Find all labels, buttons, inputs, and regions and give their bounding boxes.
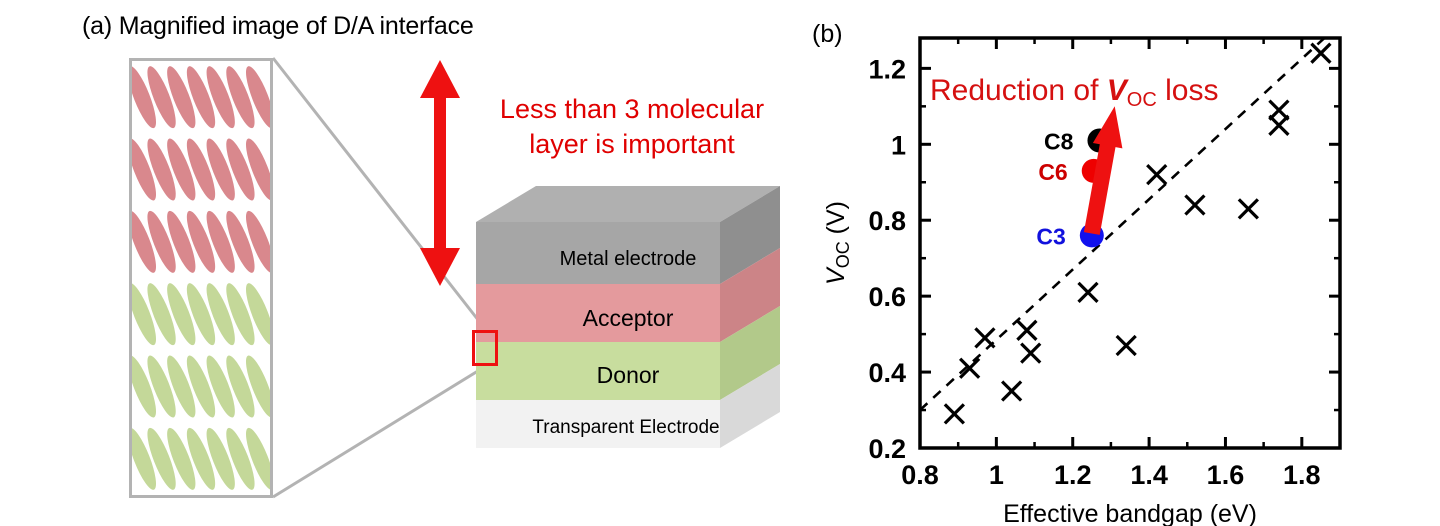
- acceptor-molecule: [167, 138, 196, 201]
- data-point-cross: [1184, 194, 1206, 216]
- acceptor-molecule: [206, 66, 235, 129]
- donor-molecule: [147, 427, 176, 490]
- acceptor-molecule: [132, 210, 157, 273]
- donor-molecule: [206, 283, 235, 346]
- acceptor-molecule: [206, 138, 235, 201]
- interface-highlight-marker: [472, 330, 498, 366]
- x-tick-label: 1.8: [1283, 460, 1321, 490]
- acceptor-molecule: [167, 66, 196, 129]
- data-point-cross: [959, 357, 981, 379]
- y-tick-label: 1.2: [868, 54, 906, 84]
- x-tick-label: 1.2: [1054, 460, 1092, 490]
- voc-loss-arrow: [1083, 106, 1123, 235]
- data-point-cross: [1268, 114, 1290, 136]
- y-tick-label: 0.4: [868, 358, 906, 388]
- acceptor-molecule: [245, 210, 270, 273]
- donor-molecule: [147, 283, 176, 346]
- acceptor-molecule: [206, 210, 235, 273]
- donor-molecule: [245, 283, 270, 346]
- stack-face-acceptor: [476, 284, 720, 342]
- stack-side-acceptor: [720, 248, 780, 342]
- series-label-c6: C6: [1038, 159, 1067, 185]
- stack-face-donor: [476, 342, 720, 400]
- data-point-cross: [1237, 198, 1259, 220]
- donor-molecule: [167, 355, 196, 418]
- donor-molecule: [132, 283, 157, 346]
- trendline-dashed: [919, 33, 1330, 411]
- donor-molecule: [226, 427, 255, 490]
- y-tick-label: 0.2: [868, 434, 906, 464]
- donor-molecule: [186, 427, 216, 490]
- stack-side-transparent-electrode: [720, 364, 780, 448]
- data-point-cross: [1016, 319, 1038, 341]
- donor-molecule: [147, 355, 176, 418]
- stack-face-transparent-electrode: [476, 400, 720, 448]
- acceptor-molecule: [147, 138, 176, 201]
- acceptor-molecule: [186, 138, 216, 201]
- panel-b-heading: (b): [812, 20, 843, 48]
- panel-a-schematic: (a) Magnified image of D/A interface Les…: [82, 12, 790, 499]
- acceptor-molecule: [147, 66, 176, 129]
- thickness-note: Less than 3 molecular layer is important: [474, 92, 790, 161]
- y-tick-label: 0.8: [868, 206, 906, 236]
- stack-top-face: [476, 186, 780, 222]
- data-point-cross: [1268, 99, 1290, 121]
- acceptor-molecule: [167, 210, 196, 273]
- acceptor-molecule: [245, 138, 270, 201]
- panel-a-heading: (a) Magnified image of D/A interface: [82, 12, 474, 40]
- data-point-cross: [1146, 164, 1168, 186]
- acceptor-molecule: [132, 66, 157, 129]
- y-tick-label: 1: [891, 130, 906, 160]
- data-point-cross: [974, 327, 996, 349]
- voc-loss-annotation: Reduction of VOC loss: [930, 74, 1218, 111]
- donor-molecule: [132, 355, 157, 418]
- y-axis-title: VOC (V): [822, 201, 853, 285]
- acceptor-molecule: [186, 66, 216, 129]
- data-point-cross: [1001, 380, 1023, 402]
- data-point-cross: [943, 403, 965, 425]
- acceptor-molecule: [226, 210, 255, 273]
- data-point-cross: [1077, 281, 1099, 303]
- molecule-ellipse-grid: [132, 66, 270, 490]
- donor-molecule: [167, 283, 196, 346]
- acceptor-molecule: [245, 66, 270, 129]
- data-point-cross: [1020, 342, 1042, 364]
- x-tick-label: 0.8: [901, 460, 939, 490]
- y-tick-label: 0.6: [868, 282, 906, 312]
- stack-face-metal-electrode: [476, 222, 720, 284]
- acceptor-molecule: [132, 138, 157, 201]
- acceptor-molecule: [147, 210, 176, 273]
- donor-molecule: [226, 283, 255, 346]
- series-label-c3: C3: [1036, 223, 1065, 249]
- thickness-note-line1: Less than 3 molecular: [499, 94, 765, 124]
- device-stack-diagram: [476, 186, 780, 448]
- magnified-interface-box: [129, 58, 273, 498]
- data-point-cross: [1115, 334, 1137, 357]
- donor-molecule: [245, 355, 270, 418]
- series-label-c8: C8: [1044, 129, 1074, 155]
- stack-side-donor: [720, 306, 780, 400]
- donor-molecule: [186, 355, 216, 418]
- acceptor-molecule: [186, 210, 216, 273]
- x-tick-label: 1.6: [1207, 460, 1245, 490]
- donor-molecule: [186, 283, 216, 346]
- x-axis-title: Effective bandgap (eV): [1003, 500, 1257, 526]
- donor-molecule: [167, 427, 196, 490]
- donor-molecule: [132, 427, 157, 490]
- donor-molecule: [245, 427, 270, 490]
- layer-thickness-double-arrow: [420, 60, 460, 286]
- acceptor-molecule: [226, 66, 255, 129]
- thickness-note-line2: layer is important: [529, 128, 735, 159]
- data-point-cross: [1310, 42, 1332, 64]
- donor-molecule: [206, 355, 235, 418]
- acceptor-molecule: [226, 138, 255, 201]
- plot-frame: [918, 36, 1342, 450]
- x-tick-label: 1: [989, 460, 1004, 490]
- stack-side-metal-electrode: [720, 186, 780, 284]
- donor-molecule: [206, 427, 235, 490]
- x-tick-label: 1.4: [1130, 460, 1168, 490]
- donor-molecule: [226, 355, 255, 418]
